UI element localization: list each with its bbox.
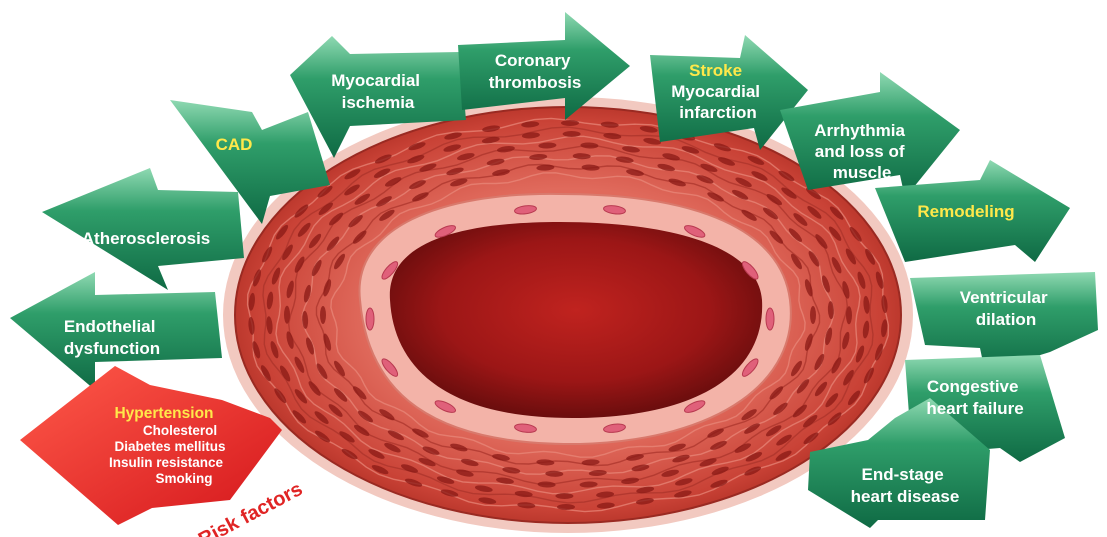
muscle-cell-nucleus [320,306,326,324]
endothelial-cell [766,308,774,330]
label-remodeling: Remodeling [917,202,1014,221]
risk-factor-item: Smoking [155,471,212,486]
risk-factor-item: Cholesterol [143,423,217,438]
label-atherosclerosis: Atherosclerosis [82,229,211,248]
label-cad: CAD [216,135,253,154]
risk-factor-item: Insulin resistance [109,455,224,470]
risk-factor-heading: Hypertension [114,405,213,422]
vessel-lumen [390,222,762,418]
endothelial-cell [366,308,374,330]
risk-factor-item: Diabetes mellitus [114,439,225,454]
muscle-cell-nucleus [810,306,816,324]
